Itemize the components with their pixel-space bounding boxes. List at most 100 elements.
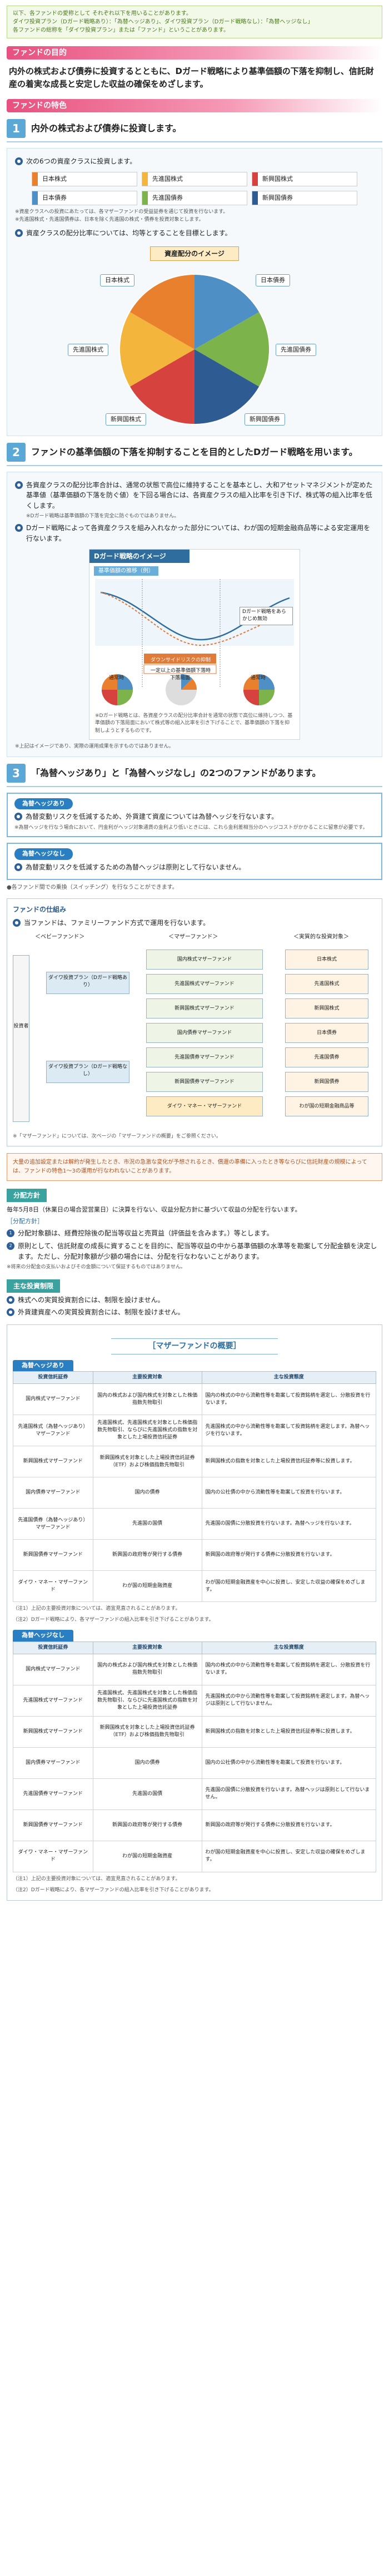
table-cell: 先進国株式の中から流動性等を勘案して投資銘柄を選定します。為替ヘッジは原則として… — [201, 1684, 377, 1717]
mother-tables: 為替ヘッジあり投資信託証券主要投資対象主な投資態度国内株式マザーファンド国内の株… — [13, 1354, 377, 1895]
table-cell: ダイワ・マネー・マザーファンド — [13, 1570, 93, 1603]
bullet: ●Dガード戦略によって各資産クラスを組み入れなかった部分については、わが国の短期… — [15, 523, 374, 543]
bullet-text: Dガード戦略によって各資産クラスを組み入れなかった部分については、わが国の短期金… — [26, 523, 371, 542]
asset-class: 新興国債券 — [252, 191, 357, 206]
bullet-icon: ● — [15, 157, 23, 165]
structure-note: ※「マザーファンド」については、次ページの「マザーファンドの概要」をご参照くださ… — [13, 1133, 221, 1139]
feature-3-heading: 3 「為替ヘッジあり」と「為替ヘッジなし」の2つのファンドがあります。 — [7, 763, 382, 787]
table-row: 国内株式マザーファンド国内の株式および国内株式を対象とした株価指数先物取引国内の… — [13, 1653, 377, 1685]
note: ※Dガード戦略は基準価額の下落を完全に防ぐものではありません。 — [26, 513, 179, 520]
table-row: 先進国株式マザーファンド先進国株式、先進国株式を対象とした株価指数先物取引、なら… — [13, 1684, 377, 1717]
bullet-text: 株式への実質投資割合には、制限を設けません。 — [18, 1296, 164, 1304]
bullet: ●当ファンドは、ファミリーファンド方式で運用を行ないます。 — [13, 918, 376, 928]
table-row: 国内株式マザーファンド国内の株式および国内株式を対象とした株価指数先物取引国内の… — [13, 1383, 377, 1416]
allocation-title: 資産配分のイメージ — [150, 246, 239, 261]
chart-title: Dガード戦略のイメージ — [89, 550, 189, 563]
asset-class: 日本債券 — [32, 191, 137, 206]
swatch — [252, 172, 258, 186]
allocation-label: 新興国株式 — [106, 413, 146, 426]
swatch — [142, 172, 148, 186]
feature-title: 内外の株式および債券に投資します。 — [31, 122, 182, 134]
feature-title: ファンドの基準価額の下落を抑制することを目的としたDガード戦略を用います。 — [31, 446, 358, 457]
table-cell: 国内の株式の中から流動性等を勘案して投資銘柄を選定し、分散投資を行ないます。 — [201, 1653, 377, 1685]
investment-target: 先進国債券 — [285, 1047, 368, 1067]
table-cell: わが国の短期金融資産 — [92, 1570, 202, 1603]
number-icon: 2 — [7, 1242, 14, 1250]
pie-label: 通常時 — [251, 675, 266, 681]
pie-slice — [129, 274, 194, 349]
table-header: 投資信託証券 — [13, 1371, 93, 1385]
table-cell: 国内の株式および国内株式を対象とした株価指数先物取引 — [92, 1383, 202, 1416]
table-cell: 国内の公社債の中から流動性等を勘案して投資を行ないます。 — [201, 1477, 377, 1509]
table-cell: 新興国債券マザーファンド — [13, 1809, 93, 1841]
investor-box: 投資者 — [13, 955, 29, 1122]
asset-class-label: 日本株式 — [42, 175, 67, 182]
swatch — [142, 191, 148, 205]
table-cell: わが国の短期金融資産を中心に投資し、安定した収益の確保をめざします。 — [201, 1840, 377, 1872]
bullet-icon: ● — [7, 1308, 14, 1317]
chart-legend: Dガード戦略をあらかじめ無効 — [240, 606, 293, 625]
section-features-heading: ファンドの特色 — [7, 98, 382, 112]
col-heading: ＜実質的な投資対象＞ — [293, 933, 349, 940]
bullet-text: 当ファンドは、ファミリーファンド方式で運用を行ないます。 — [24, 919, 210, 927]
table-cell: わが国の短期金融資産を中心に投資し、安定した収益の確保をめざします。 — [201, 1570, 377, 1603]
asset-class-label: 先進国株式 — [152, 175, 183, 182]
table-note: （注2）Dガード戦略により、各マザーファンドの組入比率を引き下げることがあります… — [13, 1887, 214, 1893]
mother-overview-frame: ［マザーファンドの概要］ 為替ヘッジあり投資信託証券主要投資対象主な投資態度国内… — [7, 1324, 382, 1901]
mother-fund: 国内株式マザーファンド — [146, 949, 263, 970]
table-row: 先進国債券（為替ヘッジあり）マザーファンド先進国の国債先進国の国債に分散投資を行… — [13, 1508, 377, 1540]
chart-subtitle: 基準価額の推移（例） — [94, 566, 158, 576]
switch-note: ●各ファンド間での乗換（スイッチング）を行なうことができます。 — [7, 884, 178, 891]
mother-fund: 新興国株式マザーファンド — [146, 998, 263, 1018]
baby-fund: ダイワ投資プラン（Dガード戦略あり） — [46, 971, 129, 994]
line-without-dguard — [100, 592, 290, 646]
asset-class-label: 日本債券 — [42, 194, 67, 201]
hedge-note: ※為替ヘッジを行なう場合において、円金利がヘッジ対象通貨の金利より低いときには、… — [14, 824, 368, 830]
chart-box-label: 一定以上の基準価額下落時 — [150, 668, 211, 674]
bullet-icon: ● — [15, 229, 23, 238]
table-cell: 新興国債券マザーファンド — [13, 1539, 93, 1571]
table-note: （注1）上記の主要投資対象については、適宜見直されることがあります。 — [13, 1876, 181, 1882]
notice-line: ダイワ投資プラン（Dガード戦略あり）：「為替ヘッジあり」、ダイワ投資プラン（Dガ… — [13, 19, 313, 25]
structure-diagram: ＜ベビーファンド＞ ＜マザーファンド＞ ＜実質的な投資対象＞ 投資者 ダイワ投資… — [13, 933, 376, 1133]
bullet-text: 為替変動リスクを低減するための為替ヘッジは原則として行ないません。 — [26, 863, 246, 871]
table-cell: 国内債券マザーファンド — [13, 1477, 93, 1509]
number-icon: 1 — [7, 1229, 14, 1238]
bullet-text: 原則として、信託財産の成長に資することを目的に、配当等収益の中から基準価額の水準… — [18, 1242, 377, 1260]
chart-box-label: ダウンサイドリスクの抑制 — [150, 657, 211, 663]
pie-slice — [119, 312, 194, 387]
allocation-pie — [119, 273, 270, 425]
swatch — [32, 191, 38, 205]
table-cell: 新興国の政府等が発行する債券 — [92, 1809, 202, 1841]
bullet-icon: ● — [7, 1296, 14, 1304]
table-cell: ダイワ・マネー・マザーファンド — [13, 1840, 93, 1872]
table-cell: 新興国株式の指数を対象とした上場投資信託証券等に投資します。 — [201, 1715, 377, 1748]
table-cell: 先進国株式、先進国株式を対象とした株価指数先物取引、ならびに先進国株式の指数を対… — [92, 1415, 202, 1447]
distribution-note: ※将来の分配金の支払いおよびその金額について保証するものではありません。 — [7, 1264, 186, 1270]
nohedge-box: 為替ヘッジなし ●為替変動リスクを低減するための為替ヘッジは原則として行ないませ… — [7, 843, 382, 881]
bullet: ●各資産クラスの配分比率合計は、通常の状態で高位に維持することを基本とし、大和ア… — [15, 480, 374, 511]
table-cell: 国内株式マザーファンド — [13, 1653, 93, 1685]
table-row: 新興国株式マザーファンド新興国株式を対象とした上場投資信託証券（ETF）および株… — [13, 1715, 377, 1748]
allocation-diagram: 資産配分のイメージ 日本株式 日本債券 先進国株式 先進国債券 新興国株式 新興… — [67, 246, 322, 430]
bullet-text: 外貨建資産への実質投資割合には、制限を設けません。 — [18, 1308, 184, 1317]
bullet-icon: ● — [14, 813, 22, 821]
feature-1-panel: ●次の6つの資産クラスに投資します。 日本株式 先進国株式 新興国株式 日本債券… — [7, 147, 382, 436]
mother-fund: 国内債券マザーファンド — [146, 1022, 263, 1043]
bullet-icon: ● — [15, 481, 23, 489]
limits-heading: 主な投資制限 — [7, 1279, 61, 1293]
bullet-text: 分配対象額は、経費控除後の配当等収益と売買益（評価益を含みます。）等とします。 — [18, 1229, 273, 1238]
pie-slice — [129, 349, 194, 424]
investment-target: 日本債券 — [285, 1022, 368, 1043]
asset-class-label: 先進国債券 — [152, 194, 183, 201]
distribution-heading: 分配方針 — [7, 1189, 47, 1203]
hedge-box: 為替ヘッジあり ●為替変動リスクを低減するため、外貨建て資産については為替ヘッジ… — [7, 792, 382, 838]
allocation-label: 日本債券 — [256, 274, 290, 287]
bullet-text: 次の6つの資産クラスに投資します。 — [26, 157, 137, 165]
pie-slice — [194, 349, 260, 424]
allocation-label: 新興国債券 — [245, 413, 285, 426]
table-row: ダイワ・マネー・マザーファンドわが国の短期金融資産わが国の短期金融資産を中心に投… — [13, 1840, 377, 1872]
feature-2-heading: 2 ファンドの基準価額の下落を抑制することを目的としたDガード戦略を用います。 — [7, 442, 382, 466]
feature-number: 2 — [7, 442, 26, 462]
